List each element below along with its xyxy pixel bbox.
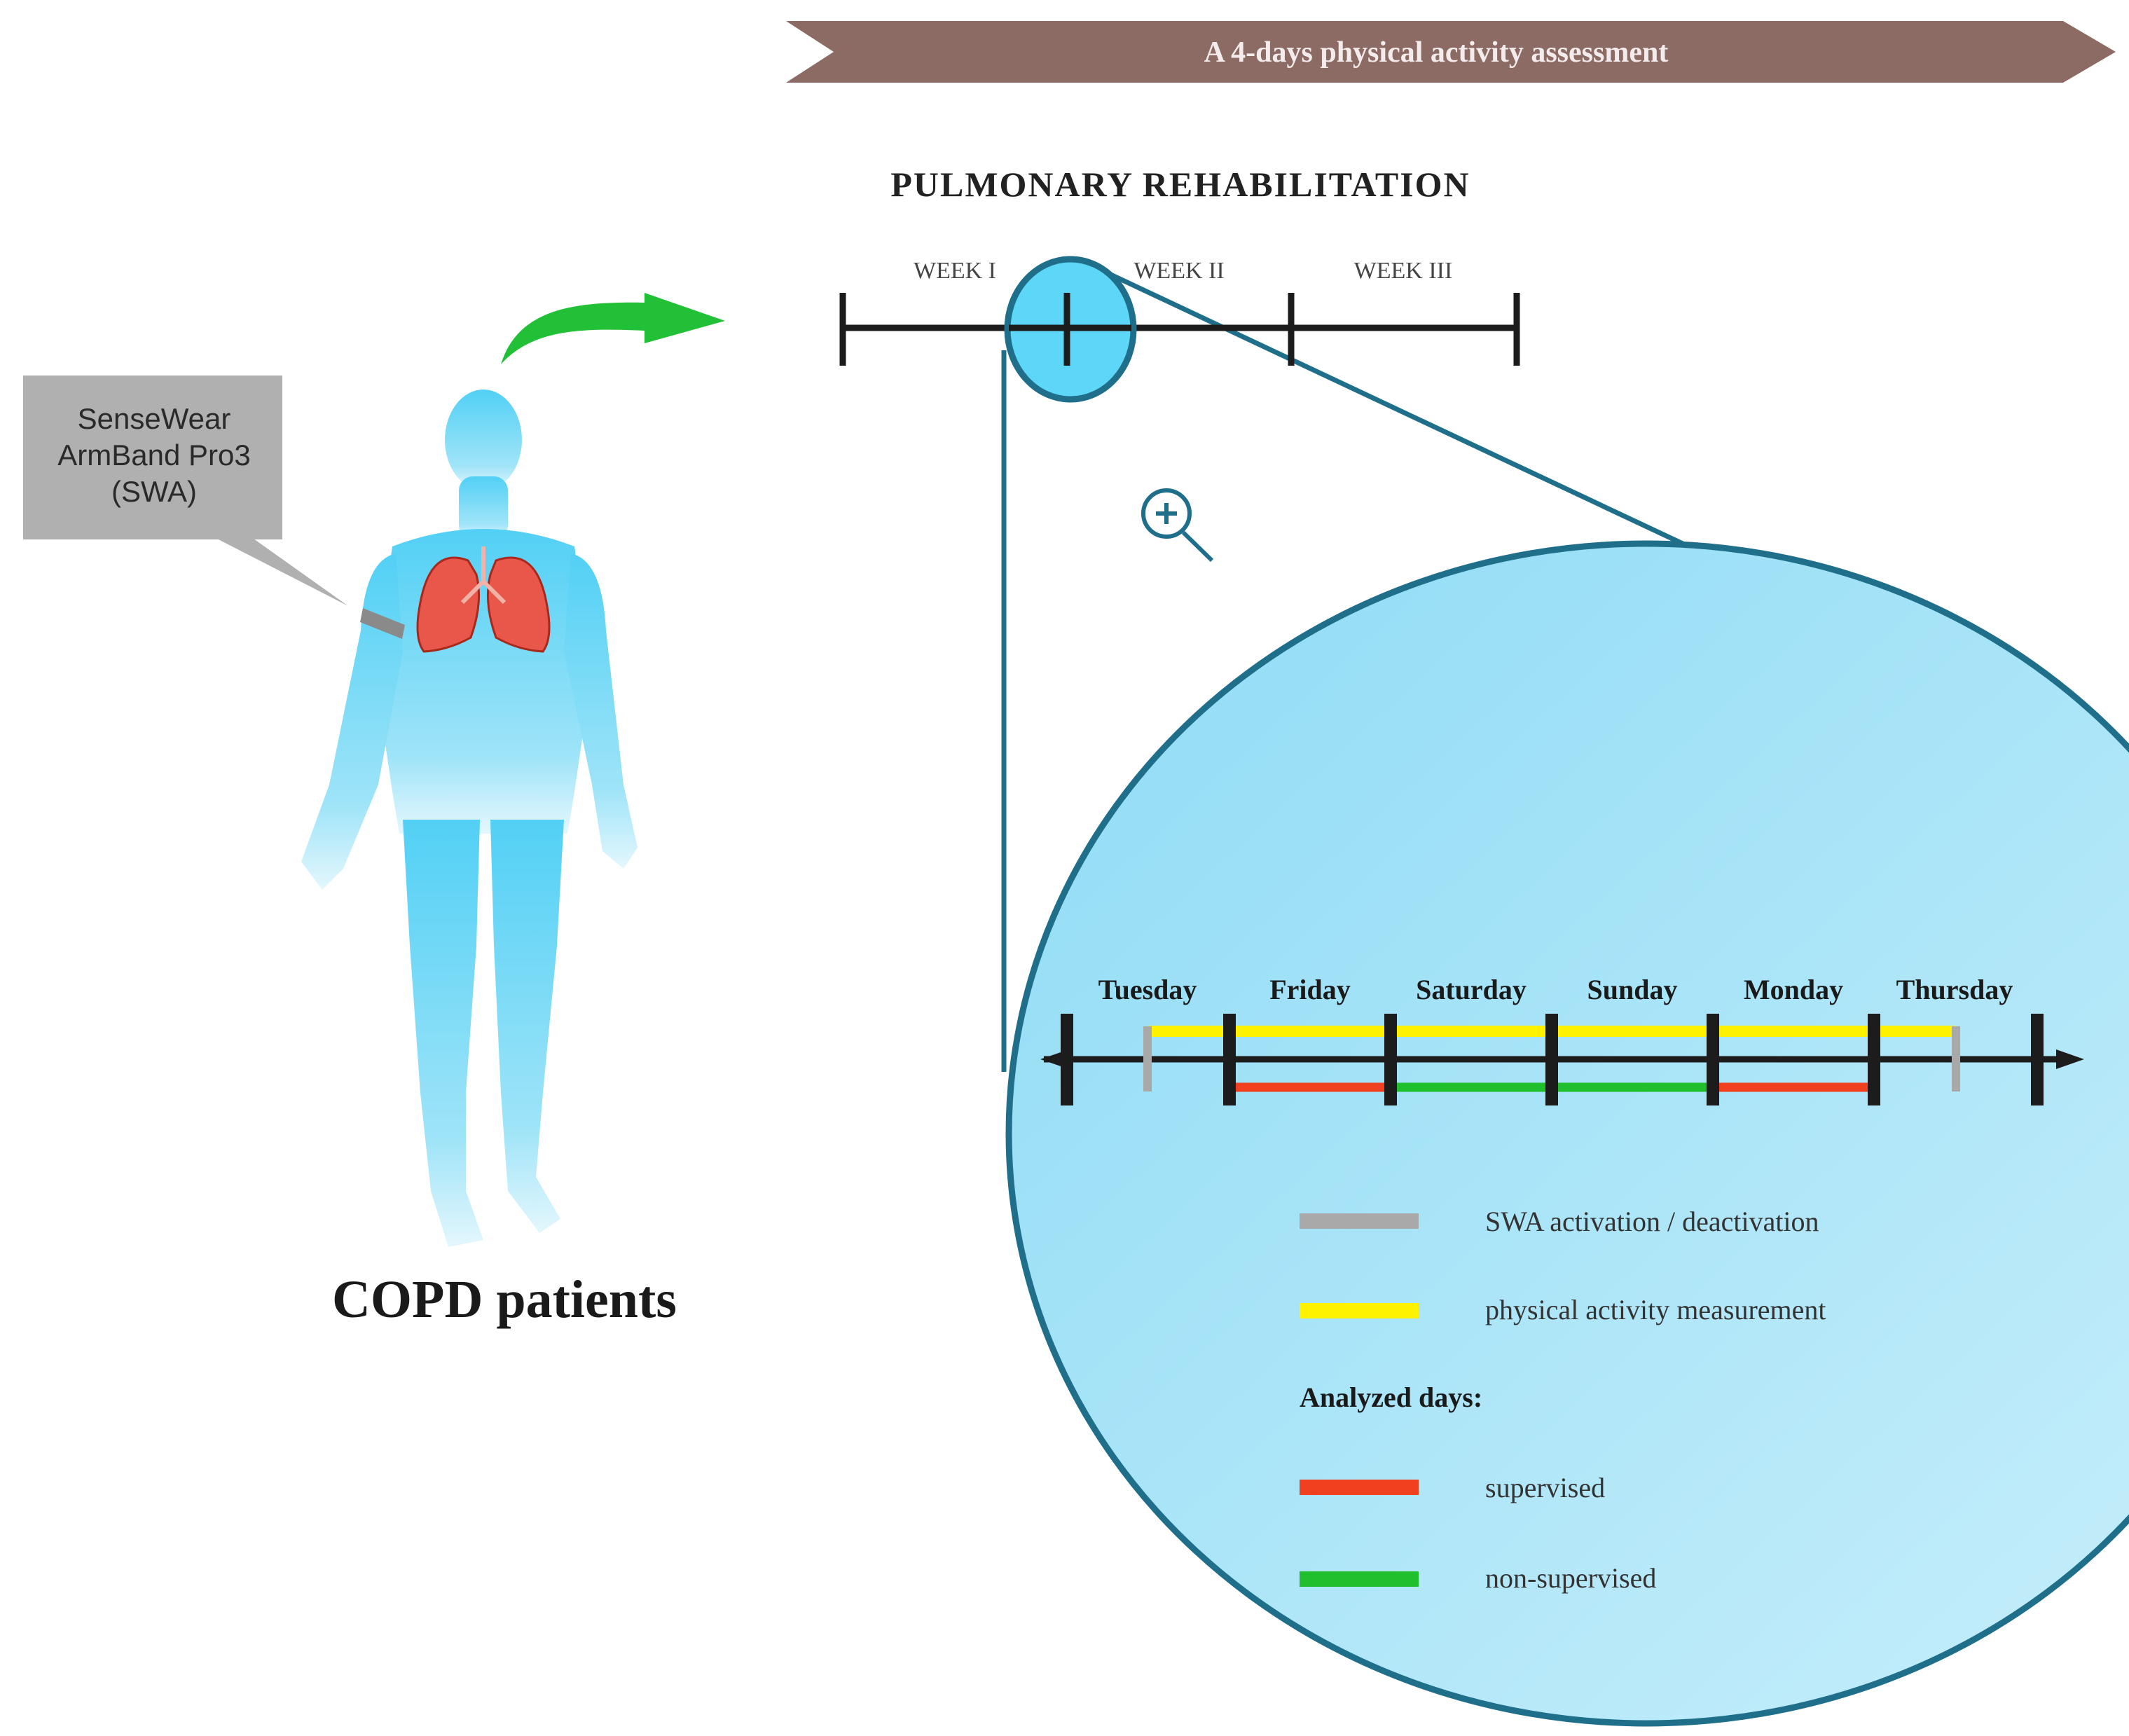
lungs-icon — [416, 546, 551, 653]
armband-icon — [360, 608, 405, 639]
zoom-connector — [1001, 263, 1732, 1072]
legend-label-measurement: physical activity measurement — [1485, 1294, 1826, 1325]
device-label-line-3: (SWA) — [111, 475, 197, 508]
day-timeline — [1040, 1014, 2084, 1105]
day-labels: Tuesday Friday Saturday Sunday Monday Th… — [1098, 974, 2013, 1005]
rehab-title: PULMONARY REHABILITATION — [890, 165, 1470, 204]
legend-label-non-supervised: non-supervised — [1485, 1562, 1656, 1594]
assessment-banner: A 4-days physical activity assessment — [786, 21, 2116, 83]
banner-text: A 4-days physical activity assessment — [1204, 36, 1669, 69]
week-label-3: WEEK III — [1354, 258, 1453, 284]
device-label-line-1: SenseWear — [78, 402, 231, 435]
zoom-in-icon — [1141, 488, 1214, 563]
legend-analyzed-heading: Analyzed days: — [1300, 1382, 1482, 1413]
legend-swatch-supervised — [1300, 1480, 1419, 1495]
device-callout: SenseWear ArmBand Pro3 (SWA) — [23, 376, 348, 606]
day-label-thursday: Thursday — [1896, 974, 2013, 1005]
patient-figure — [301, 390, 638, 1247]
zoom-detail-circle — [1005, 540, 2129, 1727]
week-label-2: WEEK II — [1134, 258, 1224, 284]
day-label-sunday: Sunday — [1587, 974, 1678, 1005]
legend-label-activation: SWA activation / deactivation — [1485, 1206, 1819, 1237]
week-label-1: WEEK I — [914, 258, 996, 284]
day-label-friday: Friday — [1269, 974, 1351, 1005]
legend-label-supervised: supervised — [1485, 1472, 1605, 1503]
week-timeline — [839, 293, 1520, 366]
legend-swatch-measurement — [1300, 1303, 1419, 1318]
day-label-tuesday: Tuesday — [1098, 974, 1197, 1005]
device-label-line-2: ArmBand Pro3 — [57, 439, 250, 471]
zoom-selection-circle — [1004, 256, 1137, 403]
progress-arrow-icon — [501, 293, 725, 364]
day-label-monday: Monday — [1744, 974, 1843, 1005]
day-label-saturday: Saturday — [1416, 974, 1527, 1005]
legend-swatch-activation — [1300, 1213, 1419, 1229]
legend-swatch-non-supervised — [1300, 1571, 1419, 1587]
legend: SWA activation / deactivation physical a… — [1300, 1206, 1826, 1594]
patients-label: COPD patients — [332, 1270, 677, 1329]
